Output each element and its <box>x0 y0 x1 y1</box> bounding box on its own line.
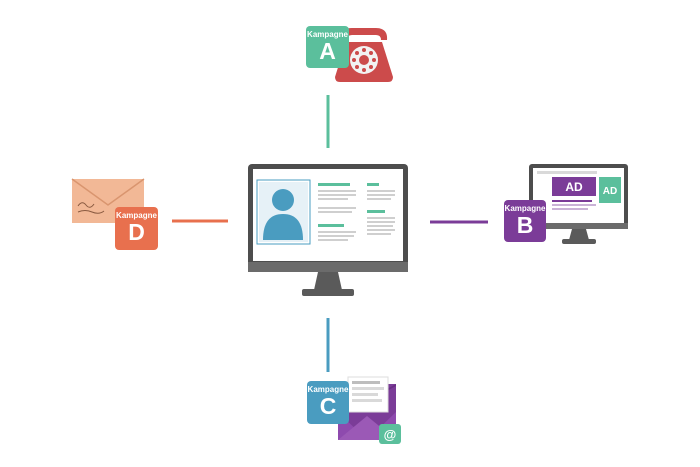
campaign-d-label: Kampagne <box>116 211 157 220</box>
campaign-b-label: Kampagne <box>504 204 546 213</box>
campaign-a-label: Kampagne <box>307 30 348 39</box>
campaign-b-letter: B <box>516 212 534 238</box>
campaign-c-label: Kampagne <box>307 385 349 394</box>
campaign-a-badge: Kampagne A <box>306 26 349 68</box>
campaign-c-letter: C <box>319 393 337 419</box>
campaign-d-letter: D <box>128 219 145 245</box>
campaign-d-badge: Kampagne D <box>115 207 158 250</box>
campaign-c-badge: Kampagne C <box>307 381 349 424</box>
at-symbol: @ <box>384 427 397 442</box>
campaign-a-letter: A <box>319 38 336 64</box>
campaign-b-badge: Kampagne B <box>504 200 546 242</box>
ad-banner-small: AD <box>603 186 617 197</box>
ad-banner-large: AD <box>565 180 583 194</box>
